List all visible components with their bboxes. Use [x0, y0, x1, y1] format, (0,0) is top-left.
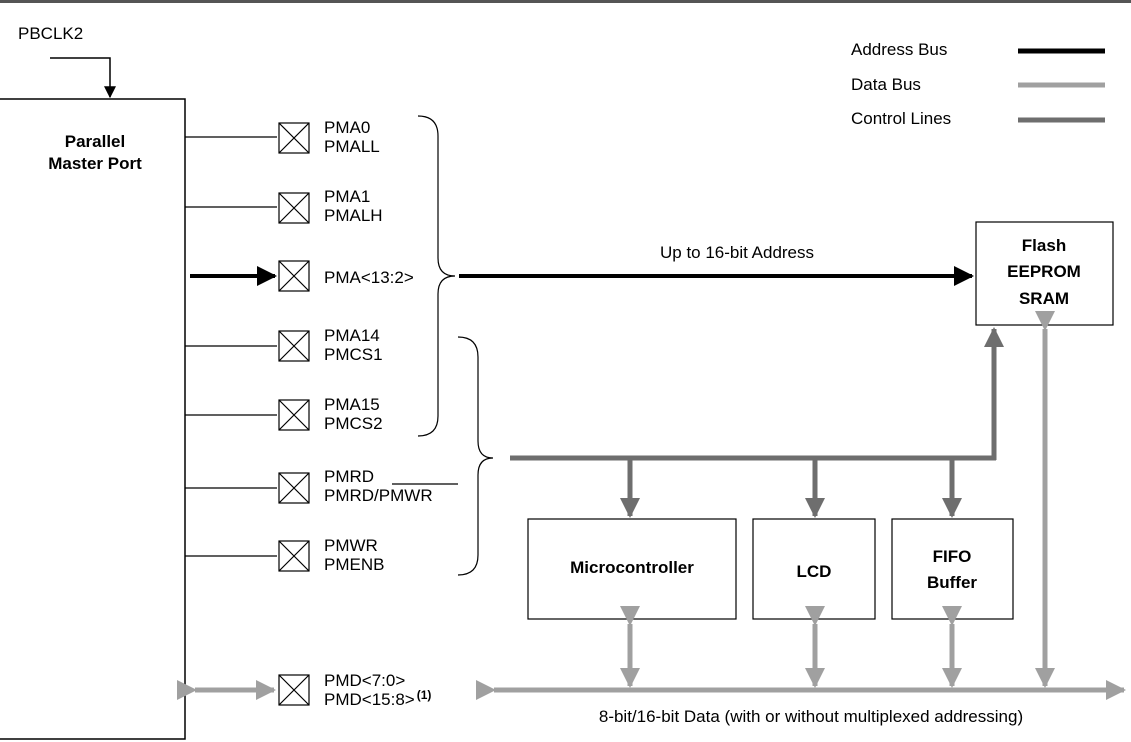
data-pin-line2: PMD<15:8>(1): [324, 688, 431, 709]
pin-box-0: [278, 122, 310, 154]
memory-block: [975, 221, 1114, 326]
pin-box-6: [278, 540, 310, 572]
pin-boxes: [278, 122, 310, 706]
pin-2-line1: PMA<13:2>: [324, 268, 414, 287]
data-bus-label: 8-bit/16-bit Data (with or without multi…: [599, 707, 1023, 726]
address-bus-label: Up to 16-bit Address: [660, 243, 814, 262]
microcontroller-block: [527, 518, 737, 620]
lcd-block: [752, 518, 876, 620]
data-pin-line2-text: PMD<15:8>: [324, 690, 415, 709]
control-brace: [457, 336, 494, 576]
clock-label: PBCLK2: [18, 24, 83, 43]
legend-data-label: Data Bus: [851, 75, 921, 94]
pin-4-line1: PMA15: [324, 395, 380, 414]
pin-1-line2: PMALH: [324, 206, 383, 225]
fifo-label-line1: FIFO: [933, 547, 972, 566]
pin-box-5: [278, 472, 310, 504]
pin-4-line2: PMCS2: [324, 414, 383, 433]
memory-line3: SRAM: [1019, 289, 1069, 308]
address-brace: [417, 115, 456, 437]
pin-0-line1: PMA0: [324, 118, 370, 137]
pin-wires: [185, 136, 277, 557]
pin-box-3: [278, 330, 310, 362]
microcontroller-label: Microcontroller: [570, 558, 694, 577]
memory-line2: EEPROM: [1007, 262, 1081, 281]
pin-box-4: [278, 399, 310, 431]
pin-1-line1: PMA1: [324, 187, 370, 206]
pin-5-line1: PMRD: [324, 467, 374, 486]
lcd-label: LCD: [797, 562, 832, 581]
pin-5-line2: PMRD/PMWR: [324, 486, 433, 505]
pin-3-line1: PMA14: [324, 326, 380, 345]
pin-0-line2: PMALL: [324, 137, 380, 156]
data-pin-line1: PMD<7:0>: [324, 671, 405, 690]
pin-6-line1: PMWR: [324, 536, 378, 555]
fifo-label-line2: Buffer: [927, 573, 977, 592]
legend-control-label: Control Lines: [851, 109, 951, 128]
memory-line1: Flash: [1022, 236, 1066, 255]
legend-address-label: Address Bus: [851, 40, 947, 59]
pmp-label-line1: Parallel: [65, 132, 126, 151]
data-pin-footnote: (1): [417, 688, 432, 702]
legend: Address Bus Data Bus Control Lines: [851, 40, 1105, 128]
fifo-block: [891, 518, 1014, 620]
pin-box-1: [278, 192, 310, 224]
parallel-master-port-block: [0, 98, 186, 740]
pmp-label-line2: Master Port: [48, 154, 142, 173]
pin-3-line2: PMCS1: [324, 345, 383, 364]
pin-box-data: [278, 674, 310, 706]
pin-6-line2: PMENB: [324, 555, 384, 574]
clock-arrow: [50, 57, 116, 99]
pin-box-2: [278, 260, 310, 292]
